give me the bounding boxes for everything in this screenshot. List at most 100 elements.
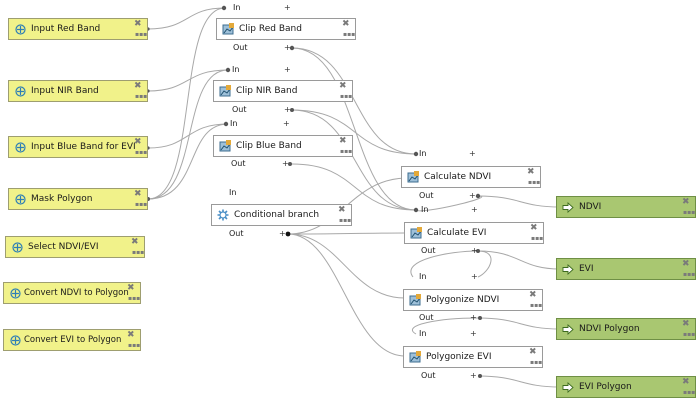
node-controls[interactable]: ✖ ▪▪▪ bbox=[342, 19, 356, 38]
more-icon[interactable]: ▪▪▪ bbox=[683, 271, 696, 278]
port-plus[interactable]: + bbox=[282, 159, 289, 168]
node-controls[interactable]: ✖ ▪▪▪ bbox=[131, 237, 145, 256]
parameter-icon bbox=[8, 333, 22, 347]
port-dot bbox=[413, 151, 419, 157]
output-ndvi-node[interactable]: NDVI ✖▪▪▪ bbox=[556, 196, 696, 218]
more-icon[interactable]: ▪▪▪ bbox=[135, 149, 148, 156]
port-plus[interactable]: + bbox=[284, 105, 291, 114]
close-icon[interactable]: ✖ bbox=[338, 205, 346, 215]
more-icon[interactable]: ▪▪▪ bbox=[339, 217, 352, 224]
port-out-label: Out bbox=[232, 105, 247, 114]
close-icon[interactable]: ✖ bbox=[339, 81, 347, 91]
clip-blue-band-node[interactable]: Clip Blue Band ✖▪▪▪ bbox=[213, 135, 353, 157]
close-icon[interactable]: ✖ bbox=[529, 290, 537, 300]
more-icon[interactable]: ▪▪▪ bbox=[135, 93, 148, 100]
close-icon[interactable]: ✖ bbox=[682, 197, 690, 207]
port-plus[interactable]: + bbox=[469, 149, 476, 158]
close-icon[interactable]: ✖ bbox=[529, 347, 537, 357]
node-controls[interactable]: ✖ ▪▪▪ bbox=[134, 19, 148, 38]
node-controls[interactable]: ✖ ▪▪▪ bbox=[127, 283, 141, 302]
close-icon[interactable]: ✖ bbox=[682, 377, 690, 387]
output-evi-polygon-node[interactable]: EVI Polygon ✖▪▪▪ bbox=[556, 376, 696, 398]
polygonize-ndvi-node[interactable]: Polygonize NDVI ✖ ▪▪▪ bbox=[403, 289, 543, 311]
port-plus[interactable]: + bbox=[471, 246, 478, 255]
port-plus[interactable]: + bbox=[471, 272, 478, 281]
close-icon[interactable]: ✖ bbox=[682, 319, 690, 329]
close-icon[interactable]: ✖ bbox=[339, 136, 347, 146]
more-icon[interactable]: ▪▪▪ bbox=[683, 209, 696, 216]
node-controls[interactable]: ✖ ▪▪▪ bbox=[682, 319, 696, 338]
node-controls[interactable]: ✖ ▪▪▪ bbox=[339, 81, 353, 100]
more-icon[interactable]: ▪▪▪ bbox=[340, 93, 353, 100]
node-controls[interactable]: ✖ ▪▪▪ bbox=[529, 290, 543, 309]
port-plus[interactable]: + bbox=[279, 229, 286, 238]
close-icon[interactable]: ✖ bbox=[134, 81, 142, 91]
more-icon[interactable]: ▪▪▪ bbox=[135, 201, 148, 208]
more-icon[interactable]: ▪▪▪ bbox=[343, 31, 356, 38]
node-controls[interactable]: ✖ ▪▪▪ bbox=[339, 136, 353, 155]
node-controls[interactable]: ✖ ▪▪▪ bbox=[134, 189, 148, 208]
node-controls[interactable]: ✖ ▪▪▪ bbox=[127, 330, 141, 349]
output-ndvi-polygon-node[interactable]: NDVI Polygon ✖▪▪▪ bbox=[556, 318, 696, 340]
more-icon[interactable]: ▪▪▪ bbox=[135, 31, 148, 38]
more-icon[interactable]: ▪▪▪ bbox=[531, 235, 544, 242]
port-plus[interactable]: + bbox=[284, 43, 291, 52]
output-evi-node[interactable]: EVI ✖▪▪▪ bbox=[556, 258, 696, 280]
node-label: Polygonize EVI bbox=[426, 352, 492, 362]
close-icon[interactable]: ✖ bbox=[131, 237, 139, 247]
port-plus[interactable]: + bbox=[284, 65, 291, 74]
close-icon[interactable]: ✖ bbox=[134, 19, 142, 29]
close-icon[interactable]: ✖ bbox=[682, 259, 690, 269]
calculate-ndvi-node[interactable]: Calculate NDVI ✖▪▪▪ bbox=[401, 166, 541, 188]
more-icon[interactable]: ▪▪▪ bbox=[530, 302, 543, 309]
more-icon[interactable]: ▪▪▪ bbox=[683, 389, 696, 396]
node-controls[interactable]: ✖ ▪▪▪ bbox=[682, 197, 696, 216]
clip-nir-band-node[interactable]: Clip NIR Band ✖▪▪▪ bbox=[213, 80, 353, 102]
more-icon[interactable]: ▪▪▪ bbox=[128, 295, 141, 302]
node-controls[interactable]: ✖ ▪▪▪ bbox=[134, 81, 148, 100]
node-controls[interactable]: ✖ ▪▪▪ bbox=[530, 223, 544, 242]
polygonize-evi-node[interactable]: Polygonize EVI ✖ ▪▪▪ bbox=[403, 346, 543, 368]
more-icon[interactable]: ▪▪▪ bbox=[128, 342, 141, 349]
close-icon[interactable]: ✖ bbox=[342, 19, 350, 29]
node-controls[interactable]: ✖ ▪▪▪ bbox=[682, 259, 696, 278]
more-icon[interactable]: ▪▪▪ bbox=[683, 331, 696, 338]
node-controls[interactable]: ✖ ▪▪▪ bbox=[338, 205, 352, 224]
port-plus[interactable]: + bbox=[283, 119, 290, 128]
input-blue-band-node[interactable]: Input Blue Band for EVI ✖▪▪▪ bbox=[8, 136, 148, 158]
more-icon[interactable]: ▪▪▪ bbox=[132, 249, 145, 256]
close-icon[interactable]: ✖ bbox=[530, 223, 538, 233]
conditional-branch-node[interactable]: Conditional branch ✖▪▪▪ bbox=[211, 204, 352, 226]
close-icon[interactable]: ✖ bbox=[127, 283, 135, 293]
convert-evi-node[interactable]: Convert EVI to Polygon ✖▪▪▪ bbox=[3, 329, 141, 351]
node-controls[interactable]: ✖ ▪▪▪ bbox=[527, 167, 541, 186]
port-plus[interactable]: + bbox=[470, 329, 477, 338]
select-ndvi-evi-node[interactable]: Select NDVI/EVI ✖▪▪▪ bbox=[5, 236, 145, 258]
port-plus[interactable]: + bbox=[284, 3, 291, 12]
node-controls[interactable]: ✖ ▪▪▪ bbox=[134, 137, 148, 156]
clip-red-band-node[interactable]: Clip Red Band ✖ ▪▪▪ bbox=[216, 18, 356, 40]
node-controls[interactable]: ✖ ▪▪▪ bbox=[529, 347, 543, 366]
wire-polyndvi-to-out bbox=[477, 317, 561, 330]
more-icon[interactable]: ▪▪▪ bbox=[340, 148, 353, 155]
calculate-evi-node[interactable]: Calculate EVI ✖▪▪▪ bbox=[404, 222, 544, 244]
node-label: Polygonize NDVI bbox=[426, 295, 500, 305]
more-icon[interactable]: ▪▪▪ bbox=[530, 359, 543, 366]
input-red-band-node[interactable]: Input Red Band ✖▪▪▪ bbox=[8, 18, 148, 40]
close-icon[interactable]: ✖ bbox=[527, 167, 535, 177]
node-label: Clip Red Band bbox=[239, 24, 302, 34]
convert-ndvi-node[interactable]: Convert NDVI to Polygon ✖▪▪▪ bbox=[3, 282, 141, 304]
node-controls[interactable]: ✖ ▪▪▪ bbox=[682, 377, 696, 396]
port-plus[interactable]: + bbox=[471, 205, 478, 214]
input-nir-band-node[interactable]: Input NIR Band ✖▪▪▪ bbox=[8, 80, 148, 102]
more-icon[interactable]: ▪▪▪ bbox=[528, 179, 541, 186]
port-in-label: In bbox=[230, 119, 238, 128]
close-icon[interactable]: ✖ bbox=[127, 330, 135, 340]
port-plus[interactable]: + bbox=[469, 191, 476, 200]
port-plus[interactable]: + bbox=[470, 313, 477, 322]
port-plus[interactable]: + bbox=[470, 371, 477, 380]
close-icon[interactable]: ✖ bbox=[134, 137, 142, 147]
mask-polygon-node[interactable]: Mask Polygon ✖▪▪▪ bbox=[8, 188, 148, 210]
close-icon[interactable]: ✖ bbox=[134, 189, 142, 199]
